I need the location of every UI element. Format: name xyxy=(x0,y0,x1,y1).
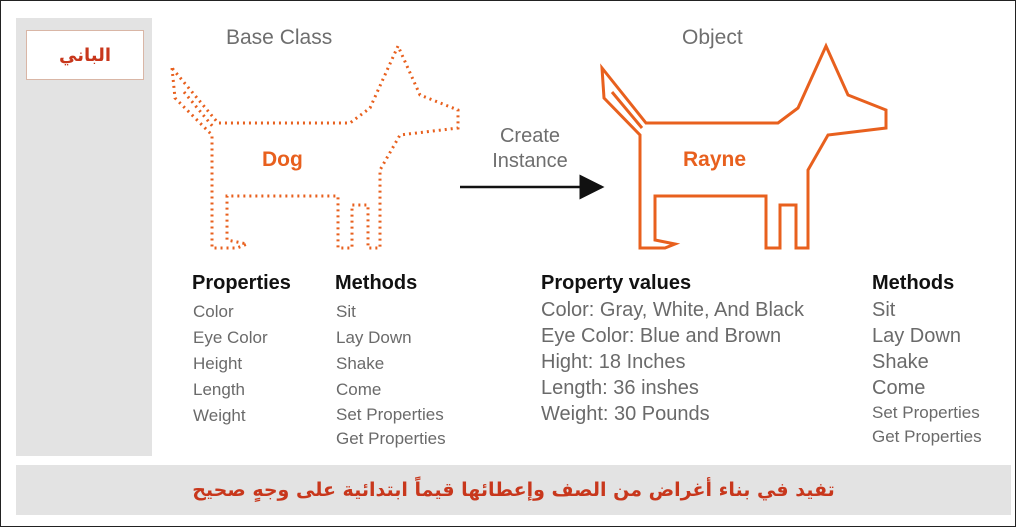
list-item: Color xyxy=(193,302,234,321)
list-item: Sit xyxy=(872,299,896,321)
list-item: Shake xyxy=(872,351,929,373)
list-item: Set Properties xyxy=(336,405,444,424)
create-instance-line-1: Create xyxy=(499,125,561,147)
list-item: Eye Color: Blue and Brown xyxy=(541,325,782,347)
object-heading: Object xyxy=(682,26,743,49)
arabic-title-box: الباني xyxy=(26,30,144,80)
base-class-heading: Base Class xyxy=(226,26,333,49)
list-item: Weight: 30 Pounds xyxy=(541,403,710,425)
object-dog-silhouette xyxy=(600,42,888,250)
list-item: Height xyxy=(193,354,243,373)
list-item: Come xyxy=(336,380,382,399)
create-instance-line-2: Instance xyxy=(492,150,568,172)
object-methods-list: Sit Lay Down Shake Come Set Properties G… xyxy=(872,297,982,449)
list-item: Lay Down xyxy=(872,325,961,347)
create-instance-label: Create Instance xyxy=(480,124,580,174)
list-item: Length xyxy=(193,380,245,399)
list-item: Get Properties xyxy=(336,429,446,448)
left-side-panel xyxy=(16,18,152,456)
class-properties-list: Color Eye Color Height Length Weight xyxy=(193,299,268,429)
list-item: Hight: 18 Inches xyxy=(541,351,686,373)
list-item: Length: 36 inshes xyxy=(541,377,699,399)
base-class-dog-silhouette xyxy=(170,42,460,250)
base-class-name: Dog xyxy=(262,148,303,171)
object-property-values-title: Property values xyxy=(541,272,692,294)
class-properties-title: Properties xyxy=(192,272,291,294)
arabic-title: الباني xyxy=(59,44,112,66)
list-item: Eye Color xyxy=(193,328,268,347)
list-item: Come xyxy=(872,377,926,399)
object-property-values-list: Color: Gray, White, And Black Eye Color:… xyxy=(541,297,804,427)
list-item: Shake xyxy=(336,354,385,373)
list-item: Get Properties xyxy=(872,427,982,446)
class-methods-list: Sit Lay Down Shake Come Set Properties G… xyxy=(336,299,446,451)
list-item: Set Properties xyxy=(872,403,980,422)
list-item: Color: Gray, White, And Black xyxy=(541,299,805,321)
list-item: Sit xyxy=(336,302,356,321)
object-name: Rayne xyxy=(683,148,747,171)
class-methods-title: Methods xyxy=(335,272,418,294)
caption-text: تفيد في بناء أغراض من الصف وإعطائها قيما… xyxy=(192,479,835,501)
list-item: Lay Down xyxy=(336,328,412,347)
caption-bar: تفيد في بناء أغراض من الصف وإعطائها قيما… xyxy=(16,465,1011,515)
list-item: Weight xyxy=(193,406,246,425)
object-methods-title: Methods xyxy=(872,272,955,294)
